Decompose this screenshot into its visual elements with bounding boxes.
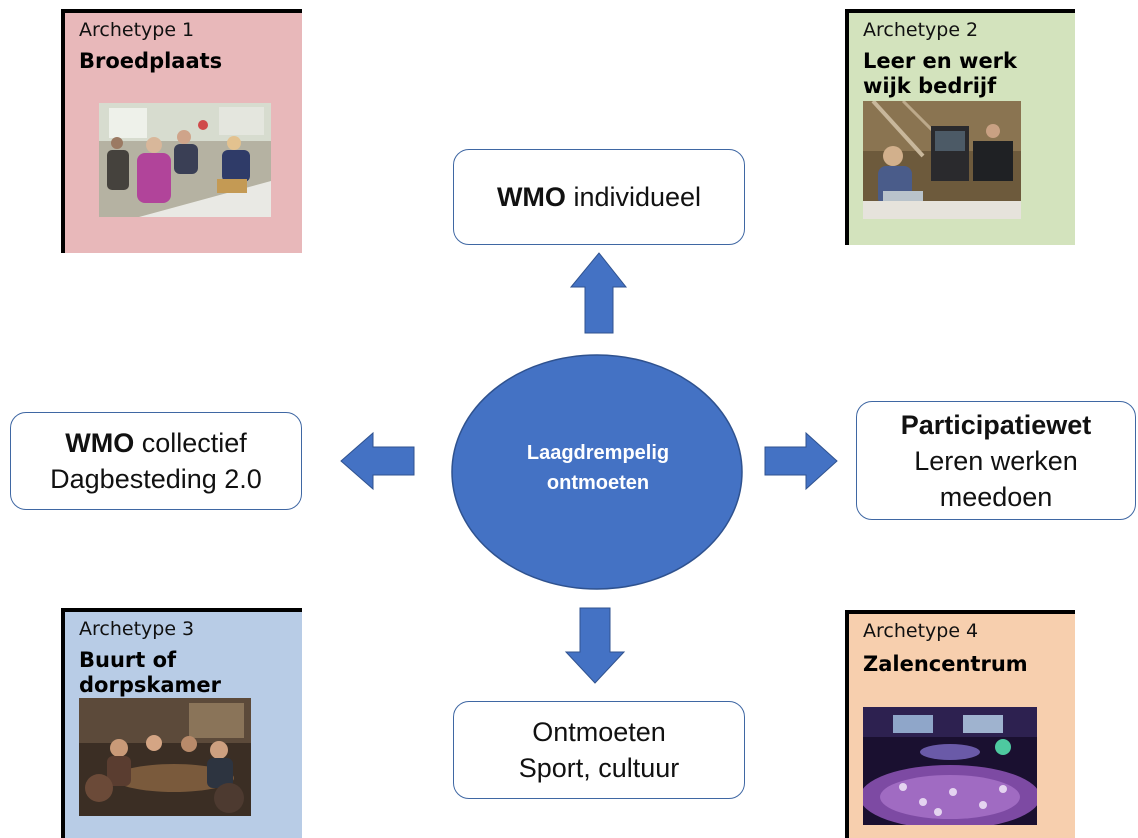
dorpskamer-photo bbox=[79, 698, 251, 816]
archetype-name: Broedplaats bbox=[79, 49, 222, 74]
box-top-rest: individueel bbox=[565, 182, 702, 212]
wmo-individueel-box: WMO individueel bbox=[453, 149, 745, 245]
archetype-name-line: dorpskamer bbox=[79, 673, 221, 697]
photo-image bbox=[79, 698, 251, 816]
arrow-down-icon bbox=[564, 607, 626, 684]
archetype-name-line: Zalencentrum bbox=[863, 652, 1028, 676]
wmo-collectief-box: WMO collectief Dagbesteding 2.0 bbox=[10, 412, 302, 510]
center-label-line2: ontmoeten bbox=[546, 472, 650, 494]
archetype-card-3: Archetype 3 Buurt of dorpskamer bbox=[61, 608, 302, 838]
box-bottom-line2: Sport, cultuur bbox=[518, 753, 680, 783]
broedplaats-photo bbox=[99, 103, 271, 217]
box-right-line2: Leren werken bbox=[914, 445, 1078, 476]
archetype-label: Archetype 3 bbox=[79, 618, 195, 640]
box-right-line3: meedoen bbox=[939, 481, 1053, 512]
archetype-card-1: Archetype 1 Broedplaats bbox=[61, 9, 302, 253]
zalencentrum-photo bbox=[863, 707, 1037, 825]
archetype-name: Buurt of dorpskamer bbox=[79, 648, 221, 698]
archetype-name-line: Broedplaats bbox=[79, 49, 223, 73]
box-left-line2: Dagbesteding 2.0 bbox=[50, 464, 262, 494]
box-top-bold: WMO bbox=[496, 182, 566, 212]
box-right-line1: Participatiewet bbox=[901, 407, 1092, 443]
archetype-name: Leer en werk wijk bedrijf bbox=[863, 49, 1017, 99]
archetype-name-line: Buurt of bbox=[79, 648, 177, 672]
participatiewet-box: Participatiewet Leren werken meedoen bbox=[856, 401, 1136, 520]
archetype-name-line: Leer en werk bbox=[863, 49, 1018, 73]
leer-en-werk-photo bbox=[863, 101, 1021, 219]
center-ellipse bbox=[451, 354, 743, 590]
arrow-up-icon bbox=[569, 252, 628, 334]
ontmoeten-box: Ontmoeten Sport, cultuur bbox=[453, 701, 745, 799]
archetype-card-2: Archetype 2 Leer en werk wijk bedrijf bbox=[845, 9, 1075, 245]
archetype-name-line: wijk bedrijf bbox=[863, 74, 997, 98]
box-right-bold: Participatiewet bbox=[900, 409, 1092, 440]
box-left-rest: collectief bbox=[134, 428, 247, 458]
archetype-name: Zalencentrum bbox=[863, 652, 1028, 677]
arrow-right-icon bbox=[764, 431, 838, 491]
box-left-line1: WMO collectief bbox=[65, 425, 247, 461]
archetype-label: Archetype 1 bbox=[79, 19, 195, 41]
archetype-card-4: Archetype 4 Zalencentrum bbox=[845, 610, 1075, 838]
photo-image bbox=[863, 101, 1021, 219]
archetype-label: Archetype 2 bbox=[863, 19, 979, 41]
center-label-line1: Laagdrempelig bbox=[526, 442, 670, 464]
box-bottom-line1: Ontmoeten bbox=[532, 717, 666, 747]
arrow-left-icon bbox=[340, 431, 415, 491]
photo-image bbox=[863, 707, 1037, 825]
box-left-bold: WMO bbox=[65, 428, 135, 458]
photo-image bbox=[99, 103, 271, 217]
archetype-label: Archetype 4 bbox=[863, 620, 979, 642]
box-top-text: WMO individueel bbox=[497, 179, 701, 215]
center-label: Laagdrempelig ontmoeten bbox=[458, 438, 738, 498]
